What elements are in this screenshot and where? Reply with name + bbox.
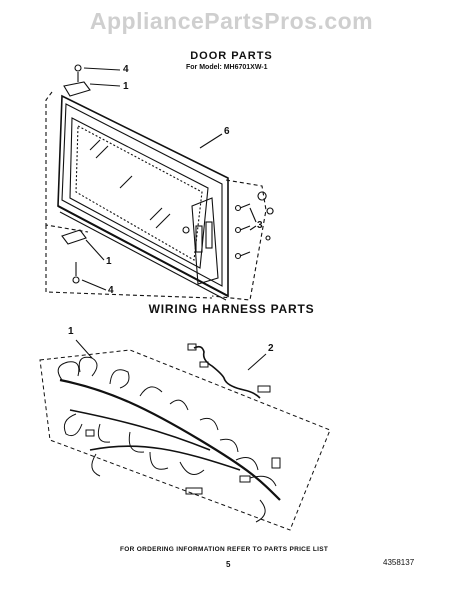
callout-door-6: 6 xyxy=(224,126,230,137)
leader-harness-2 xyxy=(247,353,267,371)
leader-4-top xyxy=(83,67,121,71)
latch-pin xyxy=(182,226,190,234)
page-number: 5 xyxy=(226,560,231,569)
leader-4-bottom xyxy=(81,279,107,291)
bracket-outline-right xyxy=(211,179,267,301)
hinge-top xyxy=(63,81,91,97)
harness-trunk xyxy=(59,378,281,501)
bracket-outline-bottom xyxy=(45,225,213,299)
harness-part-2 xyxy=(187,343,271,399)
bracket-outline-left xyxy=(45,91,89,233)
model-line: For Model: MH6701XW-1 xyxy=(186,64,268,71)
harness-outline xyxy=(39,349,331,531)
callout-door-1-bottom: 1 xyxy=(106,256,112,267)
latch-panel xyxy=(191,197,219,285)
callout-door-4-bottom: 4 xyxy=(108,285,114,296)
wiring-harness-title: WIRING HARNESS PARTS xyxy=(148,302,315,316)
callout-door-1-top: 1 xyxy=(123,81,129,92)
latch-slot-2 xyxy=(205,221,213,249)
leader-1-bottom xyxy=(85,239,105,261)
leader-1-top xyxy=(89,83,121,87)
document-number: 4358137 xyxy=(383,558,415,567)
ordering-note: FOR ORDERING INFORMATION REFER TO PARTS … xyxy=(120,546,329,553)
door-window xyxy=(69,117,209,269)
screw-bottom-icon xyxy=(72,276,80,284)
screw-top-icon xyxy=(74,64,82,72)
latch-slot-1 xyxy=(195,225,203,253)
connector-block-1 xyxy=(185,487,203,495)
callout-door-4-top: 4 xyxy=(123,64,129,75)
leader-harness-1 xyxy=(75,339,93,359)
callout-harness-2: 2 xyxy=(268,343,274,354)
callout-harness-1: 1 xyxy=(68,326,74,337)
door-frame-inner xyxy=(61,103,223,287)
hinge-bottom xyxy=(61,229,87,245)
leader-6 xyxy=(199,133,223,149)
screw-group-right xyxy=(234,191,274,260)
callout-door-3: 3 xyxy=(257,220,263,231)
watermark-text: AppliancePartsPros.com xyxy=(89,8,374,34)
door-parts-title: DOOR PARTS xyxy=(190,50,273,62)
